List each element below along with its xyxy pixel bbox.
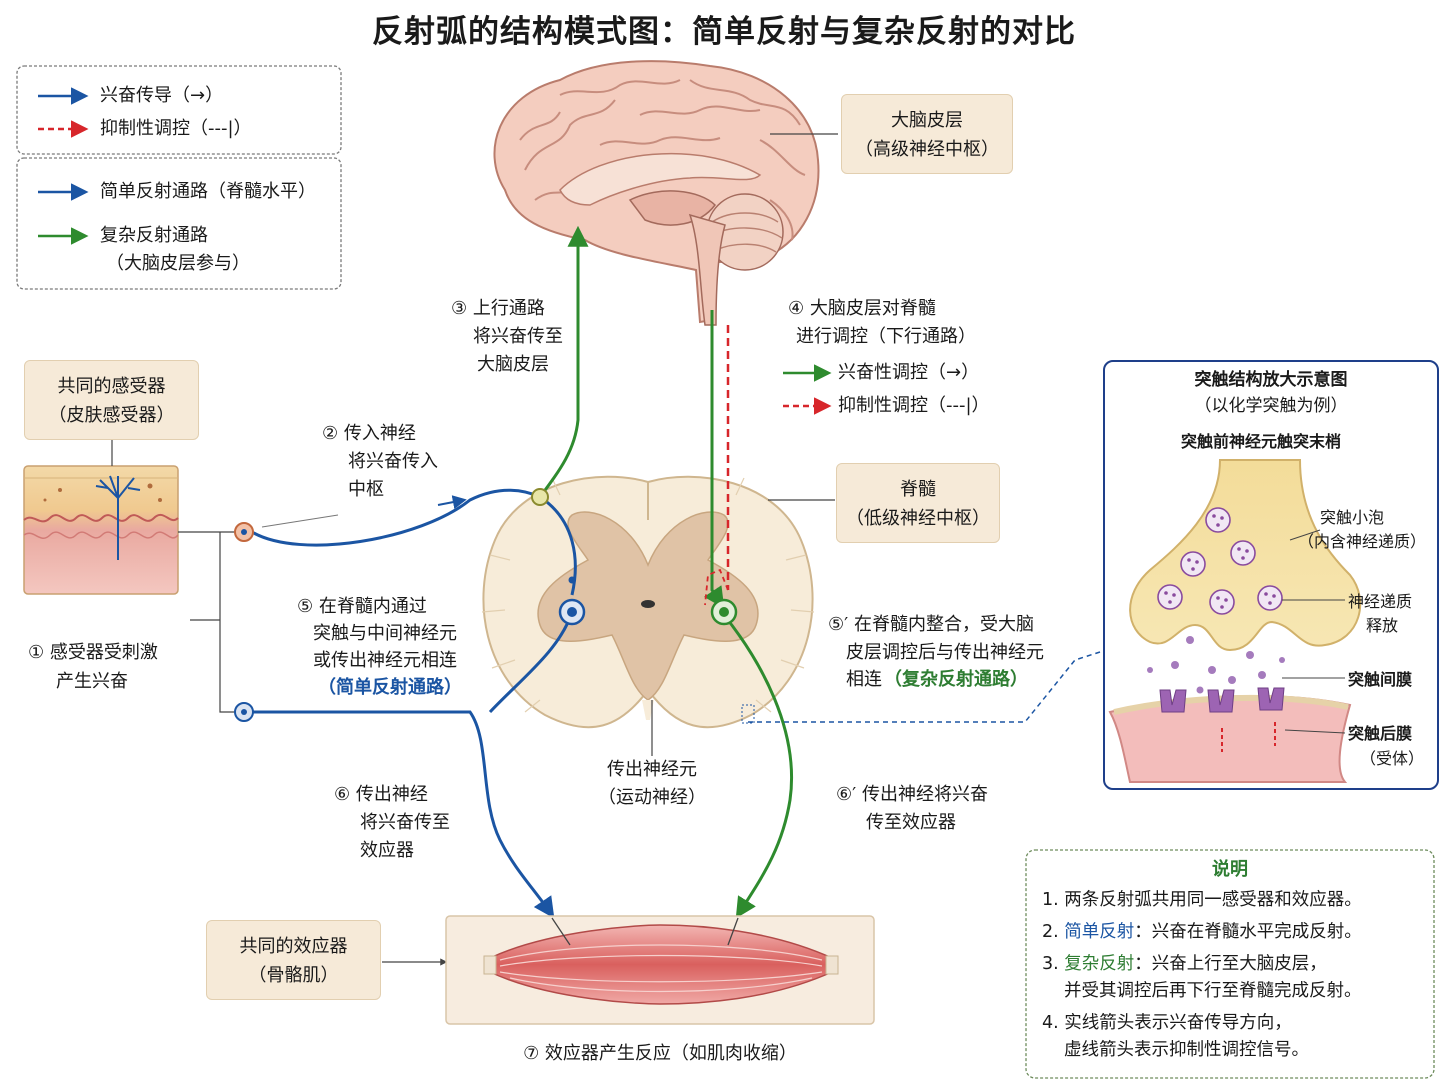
synapse-cleft-label: 突触间膜 [1348, 670, 1413, 689]
vesicles [1157, 507, 1283, 615]
step3-line3: 大脑皮层 [477, 354, 549, 375]
simple-afferent-path [251, 488, 577, 596]
skin-receptor-illustration [23, 440, 179, 595]
effector-label-box: 共同的效应器 （骨骼肌） [206, 920, 381, 1000]
step4-inhibit-label: 抑制性调控（---|） [838, 395, 990, 416]
step2-line1: ② 传入神经 [322, 423, 416, 444]
note-3-line2: 并受其调控后再下行至脊髓完成反射。 [1064, 981, 1362, 1001]
ascending-path [538, 225, 589, 498]
step2-line2: 将兴奋传入 [348, 451, 438, 472]
receptor-label-box: 共同的感受器 （皮肤感受器） [24, 360, 199, 440]
spinal-title: 脊髓 [900, 479, 936, 500]
synapse-subtitle: （以化学突触为例） [1194, 396, 1348, 416]
effector-subtitle: （骨骼肌） [248, 965, 339, 986]
note-1: 1. 两条反射弧共用同一感受器和效应器。 [1042, 890, 1362, 910]
note-3-key: 复杂反射 [1064, 954, 1135, 974]
synapse-release-line1: 神经递质 [1348, 592, 1413, 611]
afferent-direction-arrow [437, 495, 467, 509]
connector-bracket [219, 532, 236, 713]
simple-efferent-path [252, 710, 555, 919]
step3-line2: 将兴奋传至 [473, 326, 563, 347]
step2-line3: 中枢 [348, 479, 384, 500]
simple-interneuron-path [488, 611, 574, 714]
legend-box-bottom [16, 157, 342, 290]
synapse-post-line2: （受体） [1360, 749, 1425, 768]
step5p-complex-tag: （复杂反射通路） [884, 669, 1028, 690]
spinal-subtitle: （低级神经中枢） [846, 508, 990, 529]
cortex-label-box: 大脑皮层 （高级神经中枢） [841, 94, 1013, 174]
note-2-key: 简单反射 [1064, 922, 1135, 942]
step1-line2: 产生兴奋 [56, 671, 128, 692]
synapse-vesicle-line2: （内含神经递质） [1298, 532, 1427, 551]
note-3: 3. 复杂反射：兴奋上行至大脑皮层， [1042, 951, 1362, 978]
step6-line1: ⑥ 传出神经 [334, 784, 428, 805]
legend-box-top [16, 65, 342, 155]
receptors [1159, 687, 1285, 713]
step7-label: ⑦ 效应器产生反应（如肌肉收缩） [523, 1043, 797, 1064]
motor-line2: （运动神经） [598, 787, 706, 808]
note-4-line1: 4. 实线箭头表示兴奋传导方向， [1042, 1013, 1292, 1033]
step4-line1: ④ 大脑皮层对脊髓 [788, 298, 936, 319]
step4-excite-label: 兴奋性调控（→） [838, 362, 980, 383]
synapse-title: 突触结构放大示意图 [1194, 370, 1348, 390]
note-4-line2: 虚线箭头表示抑制性调控信号。 [1064, 1040, 1309, 1060]
notes-box [1025, 849, 1435, 1079]
step5p-line3: 相连 [846, 669, 882, 690]
receptor-subtitle: （皮肤感受器） [48, 405, 175, 426]
motor-line1: 传出神经元 [607, 759, 697, 780]
page-title: 反射弧的结构模式图：简单反射与复杂反射的对比 [372, 14, 1076, 50]
step5-line1: ⑤ 在脊髓内通过 [297, 596, 427, 617]
dorsal-root-synapse [531, 488, 549, 506]
zoom-connector [748, 651, 1101, 723]
legend-simple-label: 简单反射通路（脊髓水平） [100, 181, 316, 202]
synapse-illustration [1108, 459, 1362, 783]
legend-excite-label: 兴奋传导（→） [100, 85, 224, 106]
muscle-illustration [483, 917, 839, 1005]
legend-complex-sub: （大脑皮层参与） [106, 253, 250, 274]
step5-line3: 或传出神经元相连 [313, 650, 457, 671]
cortex-subtitle: （高级神经中枢） [855, 139, 999, 160]
cortex-title: 大脑皮层 [891, 110, 963, 131]
legend-inhibit-label: 抑制性调控（---|） [100, 118, 252, 139]
synapse-vesicle-line1: 突触小泡 [1320, 508, 1385, 527]
note-2: 2. 简单反射：兴奋在脊髓水平完成反射。 [1042, 919, 1362, 946]
effector-title: 共同的效应器 [239, 936, 348, 957]
step5-line2: 突触与中间神经元 [313, 623, 457, 644]
notes-heading: 说明 [1212, 859, 1248, 880]
legend-complex-label: 复杂反射通路 [100, 225, 208, 246]
step5-simple-tag: （简单反射通路） [318, 677, 462, 698]
notes-list: 1. 两条反射弧共用同一感受器和效应器。 2. 简单反射：兴奋在脊髓水平完成反射… [1042, 887, 1362, 1064]
step6-line3: 效应器 [360, 840, 414, 861]
inhibitory-synapse-path [704, 568, 729, 606]
synapse-post-line1: 突触后膜 [1348, 724, 1413, 743]
note-2-number: 2. [1042, 922, 1065, 942]
pointer-afferent [261, 514, 339, 528]
note-3-rest: ：兴奋上行至大脑皮层， [1134, 954, 1327, 974]
receptor-title: 共同的感受器 [57, 376, 166, 397]
complex-efferent-path [722, 614, 793, 919]
zoom-source-marker [741, 704, 755, 724]
brain-illustration [493, 60, 820, 326]
note-2-rest: ：兴奋在脊髓水平完成反射。 [1134, 922, 1362, 942]
step6p-line1: ⑥′ 传出神经将兴奋 [836, 784, 988, 805]
step5p-line2: 皮层调控后与传出神经元 [846, 642, 1044, 663]
spinal-cord-illustration [481, 475, 815, 729]
spinal-label-box: 脊髓 （低级神经中枢） [836, 463, 1000, 543]
note-3-number: 3. [1042, 954, 1065, 974]
step1-line1: ① 感受器受刺激 [28, 642, 158, 663]
step4-line2: 进行调控（下行通路） [796, 326, 976, 347]
step6-line2: 将兴奋传至 [360, 812, 450, 833]
step5p-line1: ⑤′ 在脊髓内整合，受大脑 [828, 614, 1034, 635]
synapse-pre-label: 突触前神经元触突末梢 [1180, 432, 1341, 451]
step3-line1: ③ 上行通路 [451, 298, 545, 319]
neurotransmitters [1147, 636, 1285, 694]
step6p-line2: 传至效应器 [866, 812, 956, 833]
synapse-release-line2: 释放 [1366, 616, 1399, 635]
